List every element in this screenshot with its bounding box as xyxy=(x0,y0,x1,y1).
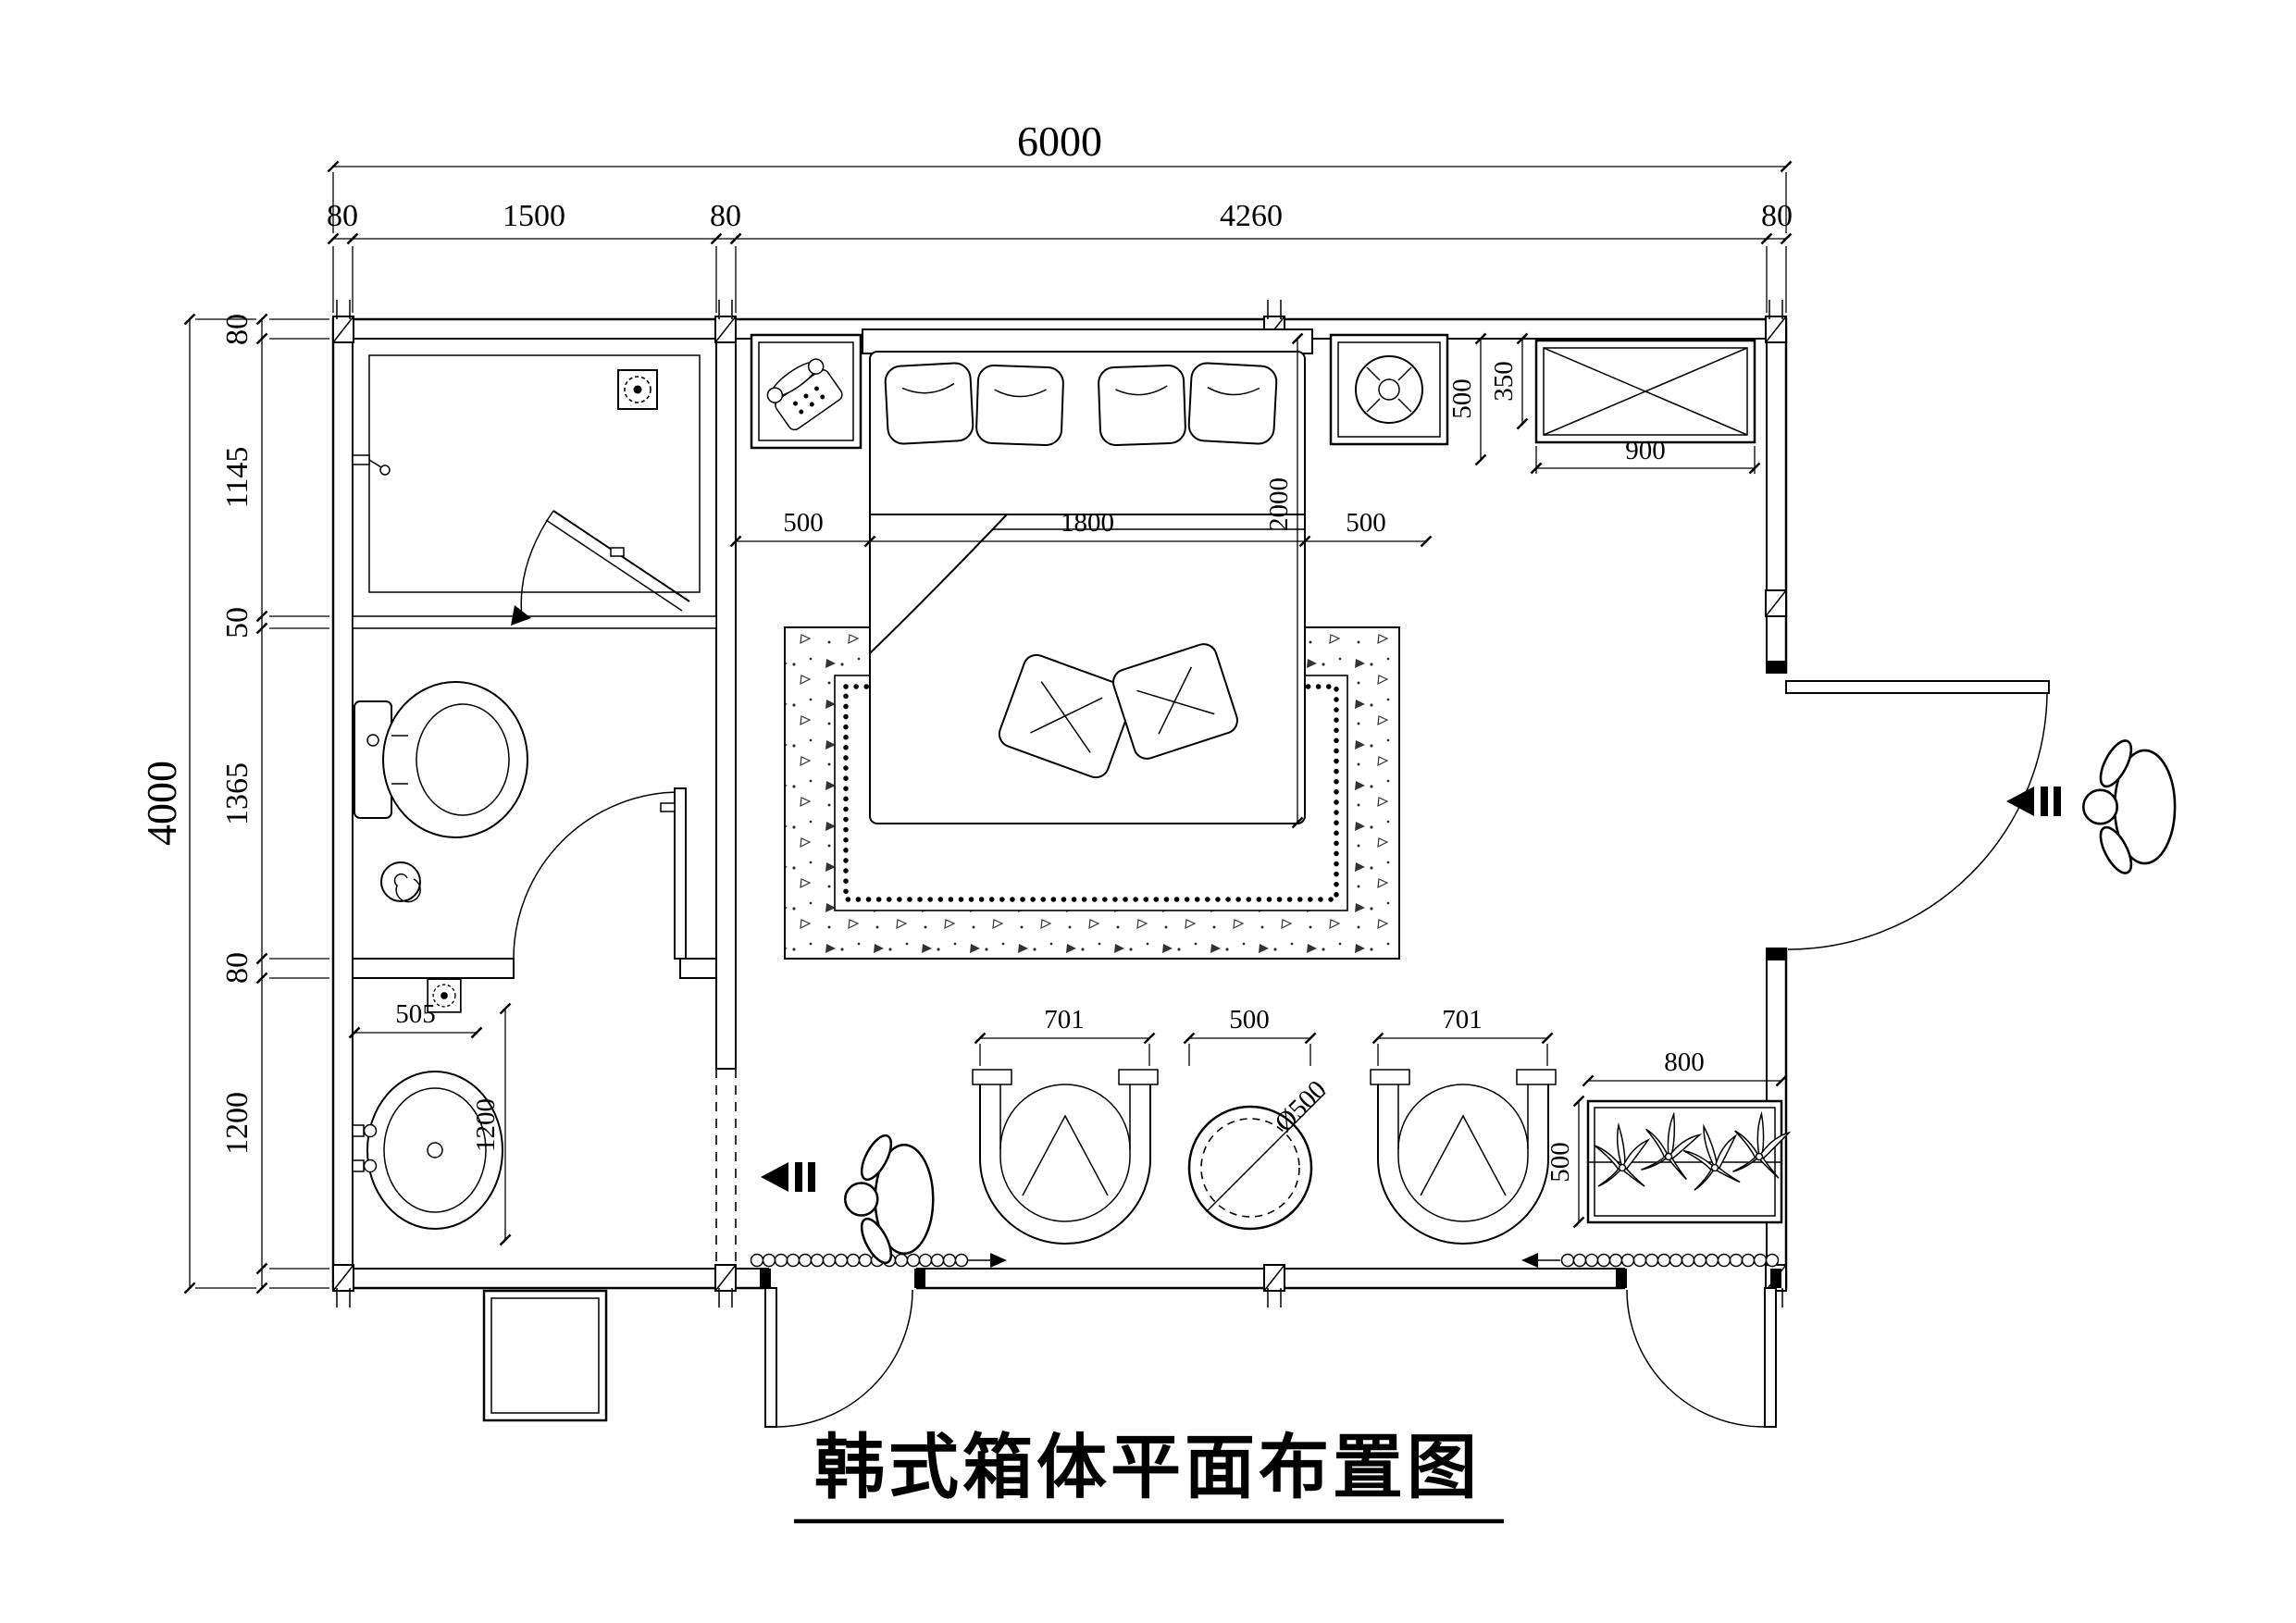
door-jamb xyxy=(1767,661,1786,674)
dimension-annotations: 6000 80 1500 80 4260 80 4000 80 1145 50 … xyxy=(138,118,1793,1295)
wall-post xyxy=(714,316,737,343)
round-table xyxy=(1187,1092,1326,1231)
balcony-opening-right xyxy=(1625,1266,1772,1292)
door-jamb xyxy=(1767,948,1786,960)
wall-post xyxy=(1263,1264,1285,1292)
direction-arrow-icon xyxy=(1521,1253,1538,1268)
dim-left-4: 80 xyxy=(220,952,254,984)
floor-drain-icon xyxy=(380,861,421,903)
nightstand xyxy=(1329,333,1449,446)
door-leaf xyxy=(1764,1287,1777,1428)
dim-overall-height: 4000 xyxy=(138,761,185,846)
pillow xyxy=(1187,362,1278,445)
shower-room xyxy=(368,354,701,593)
bathroom-partition-wall xyxy=(715,338,737,1070)
dim-nightstand-depth: 500 xyxy=(1447,378,1477,419)
dim-seat-2: 701 xyxy=(1442,1005,1483,1035)
wall-post xyxy=(332,316,354,343)
sink xyxy=(366,1071,503,1230)
dim-top-4: 80 xyxy=(1761,199,1793,233)
pillow xyxy=(1098,365,1186,446)
bathroom-door xyxy=(513,787,687,960)
title-text: 韩式箱体平面布置图 xyxy=(814,1426,1481,1508)
dim-seat-0: 701 xyxy=(1044,1005,1085,1035)
bathroom xyxy=(352,354,701,1230)
door-handle xyxy=(660,802,676,812)
armchair-left xyxy=(972,1069,1159,1245)
dim-bed-2: 500 xyxy=(1346,508,1386,538)
shower-door xyxy=(511,510,690,626)
door-swing-arrow-icon xyxy=(511,605,531,626)
drawing-title: 韩式箱体平面布置图 xyxy=(794,1426,1504,1524)
headboard xyxy=(862,328,1313,354)
dim-top-0: 80 xyxy=(327,199,358,233)
shower-curb xyxy=(352,615,717,629)
phone-icon xyxy=(766,358,843,431)
balcony-opening-left xyxy=(769,1266,916,1292)
door-jamb xyxy=(760,1269,771,1288)
pillow xyxy=(884,362,974,445)
dim-top-1: 1500 xyxy=(503,199,565,233)
dim-vanity-width: 505 xyxy=(395,999,436,1029)
dim-bed-1: 1800 xyxy=(1061,508,1114,538)
door-swing-arc xyxy=(1787,692,2048,950)
person-figure-entry xyxy=(2082,735,2177,879)
telephone-table xyxy=(750,333,863,450)
double-bed xyxy=(862,328,1313,824)
dim-left-1: 1145 xyxy=(220,447,254,509)
dim-nightstand-gap: 350 xyxy=(1489,361,1519,402)
door-jamb xyxy=(914,1269,925,1288)
wall-post xyxy=(1765,589,1787,617)
door-swing-arc xyxy=(775,1289,913,1428)
entry-door xyxy=(1785,680,2050,950)
toilet xyxy=(354,681,528,838)
balcony-door-right xyxy=(1626,1287,1777,1428)
curtain-symbol-left xyxy=(750,1253,1007,1268)
door-handle xyxy=(610,547,625,557)
dim-shelf-width: 800 xyxy=(1664,1047,1705,1077)
wall-post xyxy=(332,1264,354,1292)
balcony-door-left xyxy=(764,1287,913,1428)
dim-wardrobe-width: 900 xyxy=(1625,436,1666,465)
curtain-symbol-right xyxy=(1521,1253,1780,1268)
faucet-icon xyxy=(352,1123,378,1173)
dim-top-2: 80 xyxy=(710,199,741,233)
wall-post xyxy=(1765,316,1787,343)
dim-shelf-depth: 500 xyxy=(1545,1142,1575,1183)
dim-bed-0: 500 xyxy=(783,508,824,538)
shower-head-icon xyxy=(352,454,391,476)
dim-vanity-depth: 1200 xyxy=(471,1098,501,1152)
dim-left-0: 80 xyxy=(220,314,254,345)
dim-overall-width: 6000 xyxy=(1017,118,1102,165)
dim-seat-1: 500 xyxy=(1229,1005,1270,1035)
exhaust-fan-icon xyxy=(617,369,658,410)
door-jamb xyxy=(1616,1269,1627,1288)
door-swing-arc xyxy=(1626,1289,1765,1428)
direction-arrow-icon xyxy=(990,1253,1007,1268)
armchair-right xyxy=(1370,1069,1557,1245)
decor-cushion xyxy=(1112,643,1238,760)
blanket-fold xyxy=(869,514,1010,656)
door-leaf xyxy=(764,1287,777,1428)
decor-cushion xyxy=(998,653,1135,779)
table-lamp-icon xyxy=(1355,355,1423,424)
wall-post xyxy=(714,1264,737,1292)
dim-left-2: 50 xyxy=(220,607,254,638)
dim-left-3: 1365 xyxy=(220,762,254,825)
entry-door-opening xyxy=(1764,674,1790,948)
dim-top-3: 4260 xyxy=(1220,199,1283,233)
door-leaf xyxy=(1785,680,2050,694)
door-jamb xyxy=(1770,1269,1781,1288)
bathroom-inner-wall xyxy=(352,958,515,979)
dim-left-5: 1200 xyxy=(220,1092,254,1155)
post-cap-marks xyxy=(336,300,1783,1307)
dim-bed-length: 2000 xyxy=(1264,477,1294,531)
wardrobe-cabinet xyxy=(1534,339,1756,444)
plant-shelf xyxy=(1586,1099,1792,1224)
entry-arrow-icon xyxy=(2006,787,2061,816)
pillow xyxy=(975,365,1064,446)
outdoor-step xyxy=(482,1289,608,1422)
bathroom-inner-wall xyxy=(679,958,717,979)
